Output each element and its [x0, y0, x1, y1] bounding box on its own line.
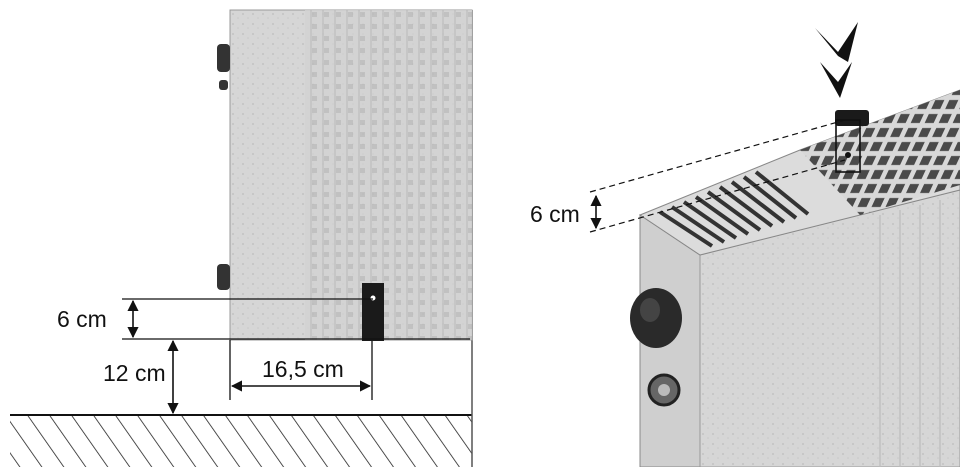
top-rear-grille — [800, 90, 960, 215]
projection-line-top — [589, 119, 846, 193]
wall-bracket — [362, 283, 384, 341]
lower-mount-tab — [217, 264, 230, 290]
top-bracket-slot — [835, 119, 861, 173]
upper-mount-tab-small — [219, 80, 228, 90]
power-switch-center — [658, 384, 670, 396]
right-figure: 6 cm — [530, 22, 960, 467]
top-front-slats — [658, 170, 810, 248]
side-grille-columns — [879, 200, 941, 467]
top-bracket — [835, 110, 869, 126]
label-left-12cm: 12 cm — [103, 360, 166, 386]
floor-hatch — [10, 415, 472, 467]
label-left-16-5cm: 16,5 cm — [262, 356, 344, 382]
heater-grille-left — [305, 10, 472, 340]
bracket-screw-hole — [370, 295, 376, 301]
projection-line-bottom — [589, 159, 846, 233]
upper-mount-tab — [217, 44, 230, 72]
label-right-6cm: 6 cm — [530, 201, 580, 227]
down-arrow-icon — [815, 22, 858, 98]
left-figure: 6 cm 12 cm 16,5 cm — [10, 9, 473, 467]
thermostat-knob-highlight — [640, 298, 660, 322]
label-left-6cm: 6 cm — [57, 306, 107, 332]
top-bracket-screw — [845, 152, 851, 158]
